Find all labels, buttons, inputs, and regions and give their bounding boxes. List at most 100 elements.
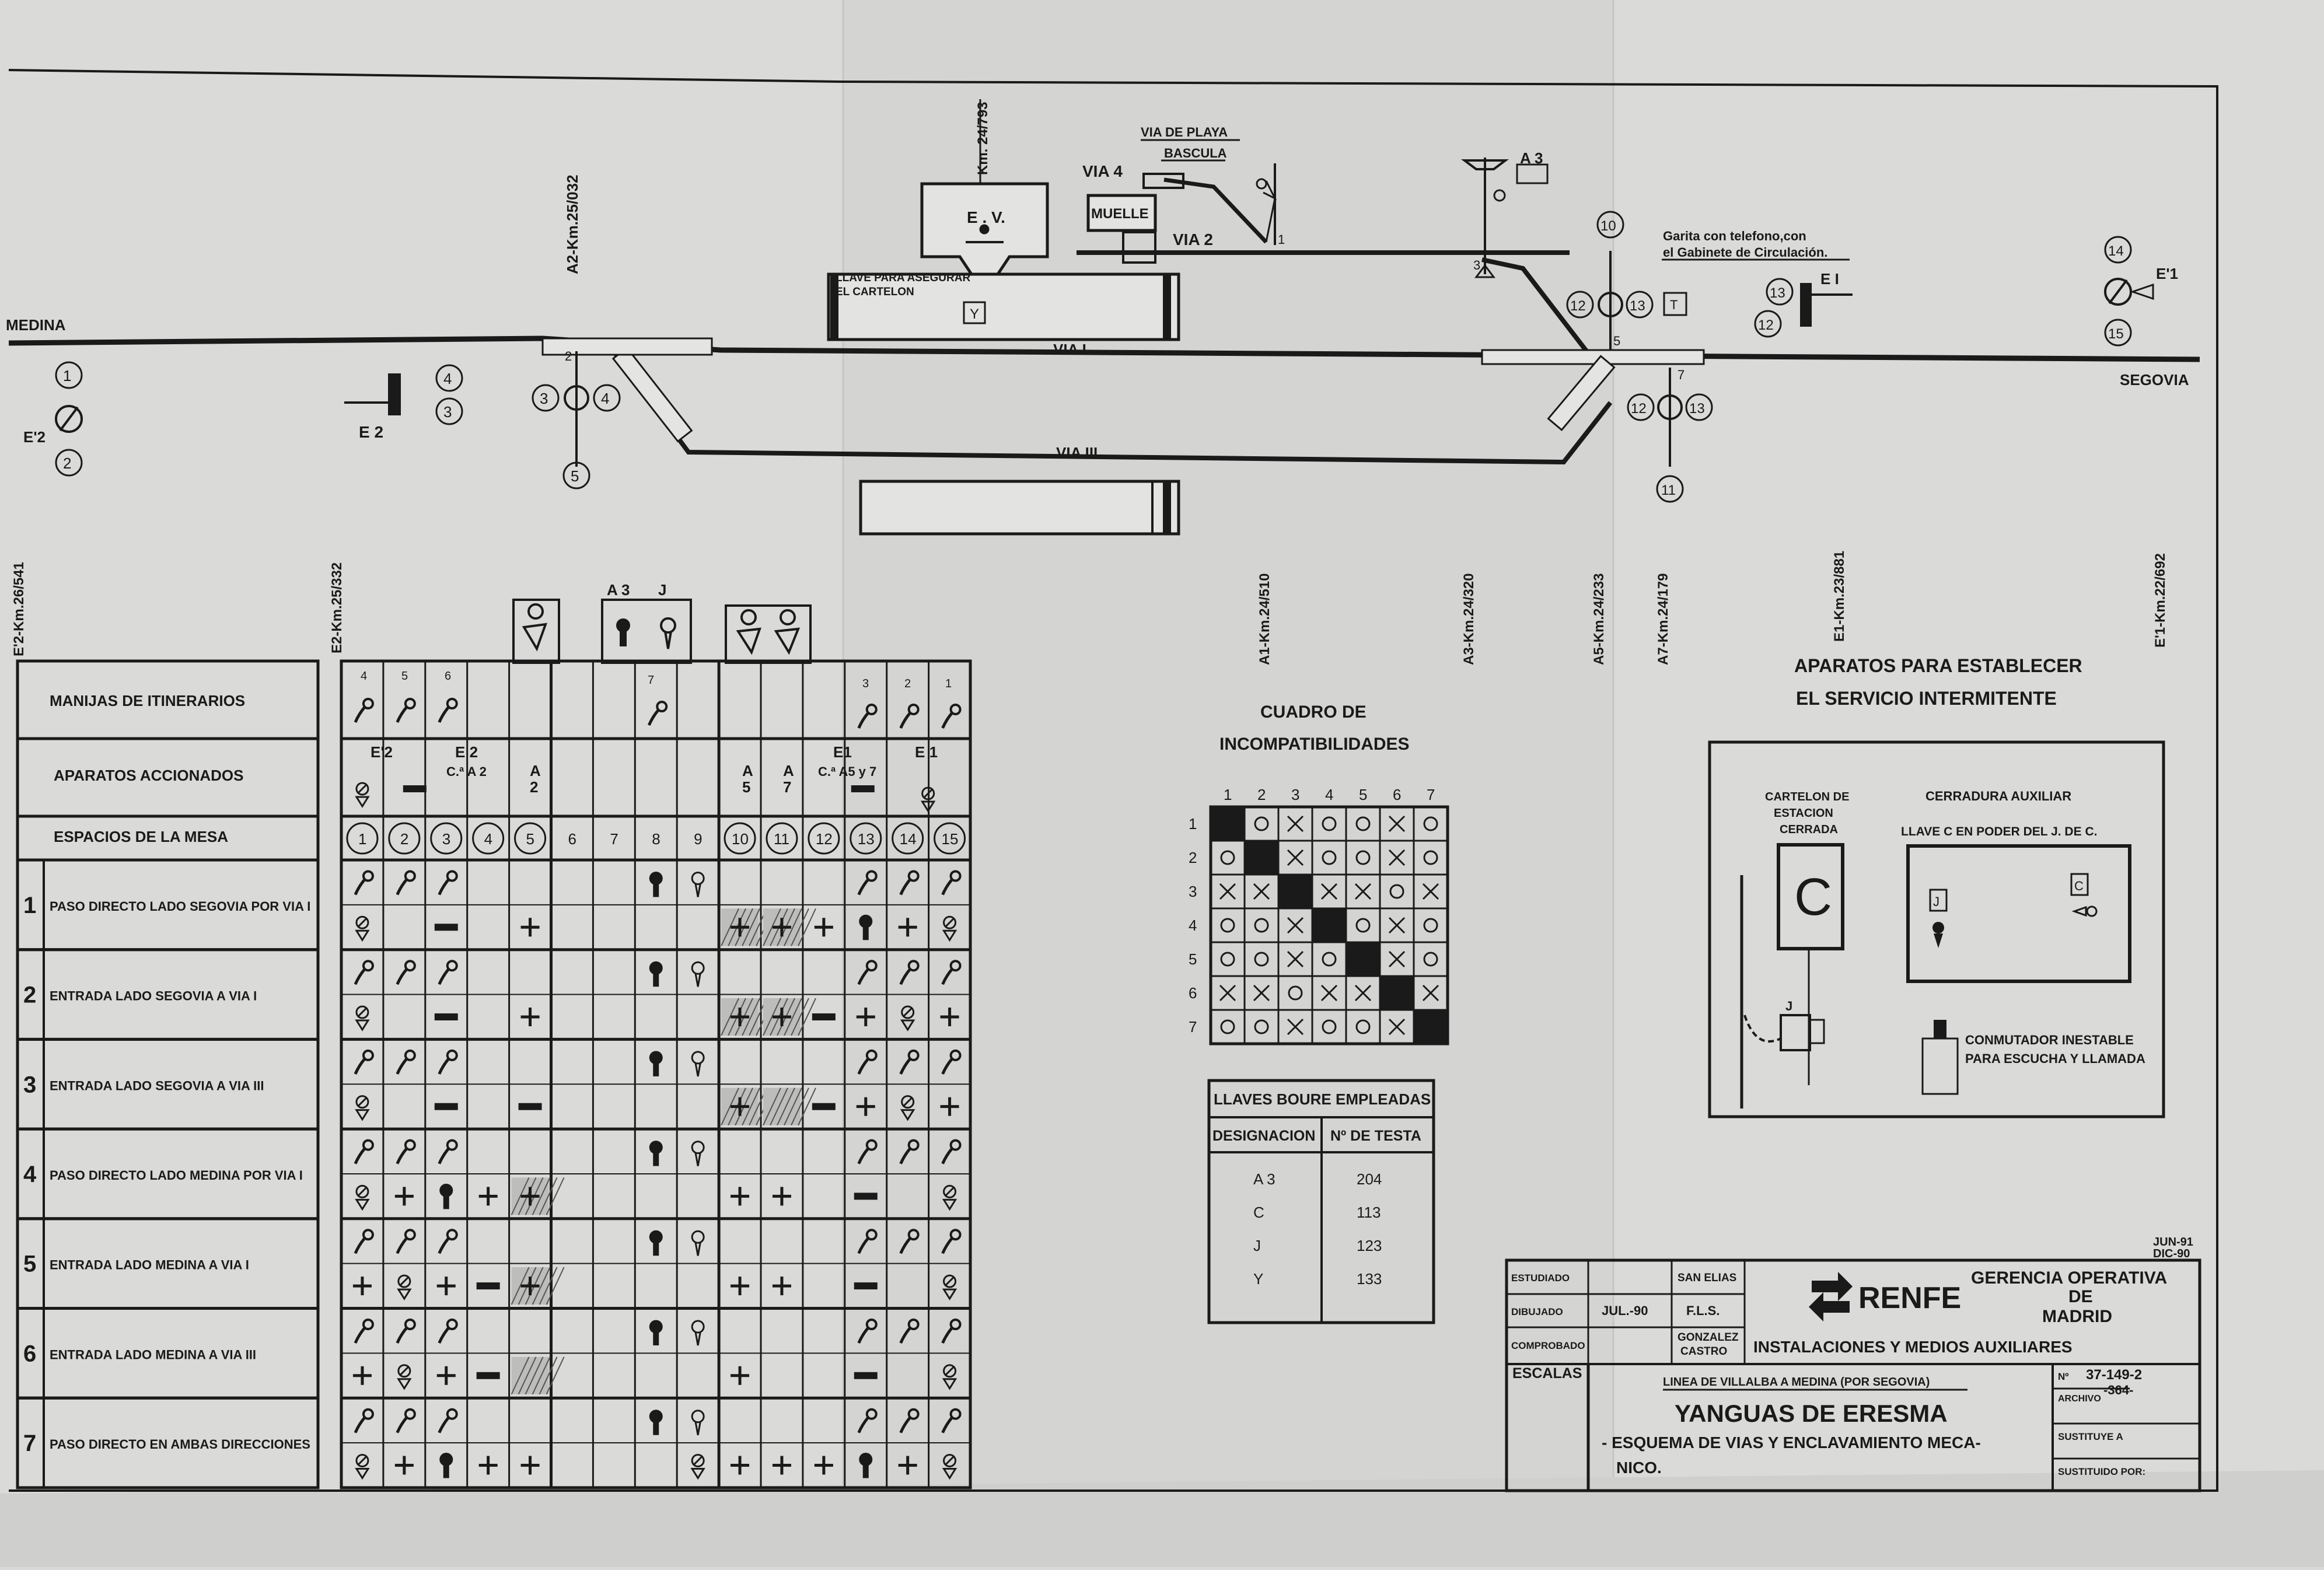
lock-icon [649, 871, 663, 897]
mn-1: 1 [945, 677, 952, 690]
tb-num-label: Nº [2058, 1371, 2069, 1382]
tb-estudiado: ESTUDIADO [1511, 1272, 1570, 1284]
title-block: JUN-91 DIC-90 ESTUDIADO DIBUJADO COMPROB… [1505, 1236, 2201, 1492]
lever-icon [396, 1229, 416, 1254]
boure-testa: 113 [1357, 1204, 1381, 1221]
row-espacios: ESPACIOS DE LA MESA [54, 828, 228, 845]
espacio-8: 8 [652, 830, 660, 848]
lever-icon [899, 1408, 920, 1433]
lock-icon [691, 1141, 705, 1166]
espacio-13: 13 [858, 830, 875, 848]
espacio-10: 10 [732, 830, 749, 848]
lever-icon [899, 1318, 920, 1344]
boure-designacion: J [1253, 1237, 1261, 1254]
ap-ca2: C.ª A 2 [446, 764, 487, 779]
hatched-cell [721, 998, 775, 1036]
lever-icon [396, 960, 416, 985]
inter-title-1: APARATOS PARA ESTABLECER [1794, 655, 2082, 676]
itinerary-label: PASO DIRECTO LADO SEGOVIA POR VIA I [50, 899, 310, 914]
svg-text:4: 4 [443, 370, 452, 387]
espacio-circle [892, 822, 924, 855]
matrix-col-head: 3 [1291, 786, 1299, 803]
bar-icon [434, 1013, 458, 1020]
signal-icon [942, 1364, 957, 1390]
plus-icon [731, 1097, 750, 1116]
plus-icon [731, 1366, 750, 1385]
signal-icon [942, 915, 957, 942]
incompatibility-matrix: CUADRO DE INCOMPATIBILIDADES 11223344556… [1189, 702, 1449, 1045]
lever-icon [354, 960, 374, 985]
matrix-cell [1210, 806, 1246, 842]
tb-san-elias: SAN ELIAS [1678, 1272, 1736, 1284]
boure-testa: 123 [1357, 1237, 1382, 1254]
signal-icon [397, 1364, 412, 1390]
espacio-circle [850, 822, 882, 855]
lock-icon [691, 961, 705, 987]
date-1: JUN-91 [2153, 1236, 2193, 1249]
track-plan: E . V. Km. 24/793 Y LLAVE PARA ASEGURAR … [6, 99, 2200, 536]
lock-icon [691, 1230, 705, 1256]
plus-icon [856, 1097, 875, 1116]
matrix-row-head: 2 [1189, 849, 1197, 866]
lever-icon [899, 1049, 920, 1075]
espacio-circle [766, 822, 798, 855]
mn-6: 6 [445, 670, 451, 683]
e1-label: E I [1820, 270, 1839, 288]
matrix-cell [1413, 1009, 1449, 1045]
plus-icon [731, 918, 750, 937]
circ-14: 14 [2108, 243, 2124, 259]
ap-a7a: A [783, 762, 794, 779]
signal-icon [900, 1005, 915, 1031]
circ-3: 3 [540, 390, 548, 407]
gerencia-1: GERENCIA OPERATIVA [1971, 1268, 2167, 1288]
svg-text:3: 3 [443, 403, 452, 421]
espacio-circle [934, 822, 966, 855]
km-a7: A7-Km.24/179 [1655, 574, 1671, 665]
matrix-cell [1379, 975, 1415, 1011]
lever-icon [941, 1318, 962, 1344]
plus-icon [814, 1456, 833, 1475]
tb-escalas: ESCALAS [1512, 1365, 1582, 1382]
plus-icon [814, 918, 833, 937]
lock-icon [649, 1141, 663, 1166]
lever-icon [354, 1139, 374, 1165]
itinerary-label: PASO DIRECTO LADO MEDINA POR VIA I [50, 1168, 303, 1183]
date-2: DIC-90 [2153, 1247, 2190, 1260]
svg-text:T: T [1670, 298, 1678, 312]
bar-icon [854, 1193, 878, 1200]
lock-icon [649, 961, 663, 987]
lever-icon [438, 698, 458, 723]
bar-icon [403, 785, 427, 792]
circ-12c: 12 [1631, 401, 1647, 417]
lock-icon [649, 1051, 663, 1076]
boure-testa: 204 [1357, 1170, 1382, 1188]
cartelon-j: J [1785, 999, 1792, 1013]
via4-label: VIA 4 [1082, 162, 1123, 180]
lever-icon [857, 1049, 878, 1075]
bar-icon [476, 1372, 500, 1379]
circ-1: 1 [63, 367, 71, 384]
boure-designacion: Y [1253, 1270, 1263, 1288]
espacio-circle [346, 822, 379, 855]
plus-icon [478, 1187, 498, 1206]
renfe-logo: RENFE [1809, 1272, 1961, 1321]
lever-icon [857, 960, 878, 985]
renfe-text: RENFE [1858, 1281, 1961, 1315]
lever-icon [438, 1229, 458, 1254]
km-labels: E'2-Km.26/541 E2-Km.25/332 A2-Km.25/032 … [11, 174, 2168, 665]
lever-icon [396, 870, 416, 896]
plus-icon [520, 918, 540, 937]
lever-icon [438, 1408, 458, 1433]
lever-icon [941, 1049, 962, 1075]
circ-10: 10 [1600, 218, 1616, 234]
tb-sustituido: SUSTITUIDO POR: [2058, 1466, 2145, 1477]
switch-3: 3 [1473, 258, 1480, 272]
muelle-label: MUELLE [1091, 206, 1149, 222]
tb-sustituye: SUSTITUYE A [2058, 1431, 2123, 1442]
lever-icon [857, 1318, 878, 1344]
circ-13b: 13 [1770, 285, 1785, 301]
tb-dibujado: DIBUJADO [1511, 1306, 1563, 1317]
bar-icon [518, 1103, 542, 1110]
lock-icon [649, 1410, 663, 1435]
